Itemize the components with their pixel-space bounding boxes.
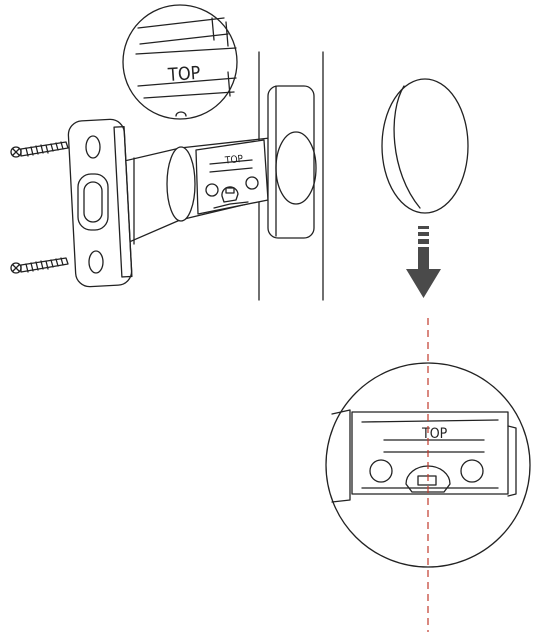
latch-faceplate bbox=[67, 118, 133, 288]
callout-magnifier-top bbox=[122, 4, 238, 120]
door-knob bbox=[381, 78, 469, 214]
screw-icon bbox=[10, 257, 69, 274]
zoom-top-label: TOP bbox=[421, 426, 448, 442]
magnifier-callout-icon bbox=[325, 362, 531, 568]
latch-housing bbox=[195, 139, 269, 215]
latch-top-label: TOP bbox=[224, 154, 245, 167]
bolt-plate bbox=[267, 85, 317, 239]
callout-top-label: TOP bbox=[166, 63, 201, 86]
screw-icon bbox=[10, 141, 69, 158]
down-arrow-icon bbox=[406, 226, 441, 298]
